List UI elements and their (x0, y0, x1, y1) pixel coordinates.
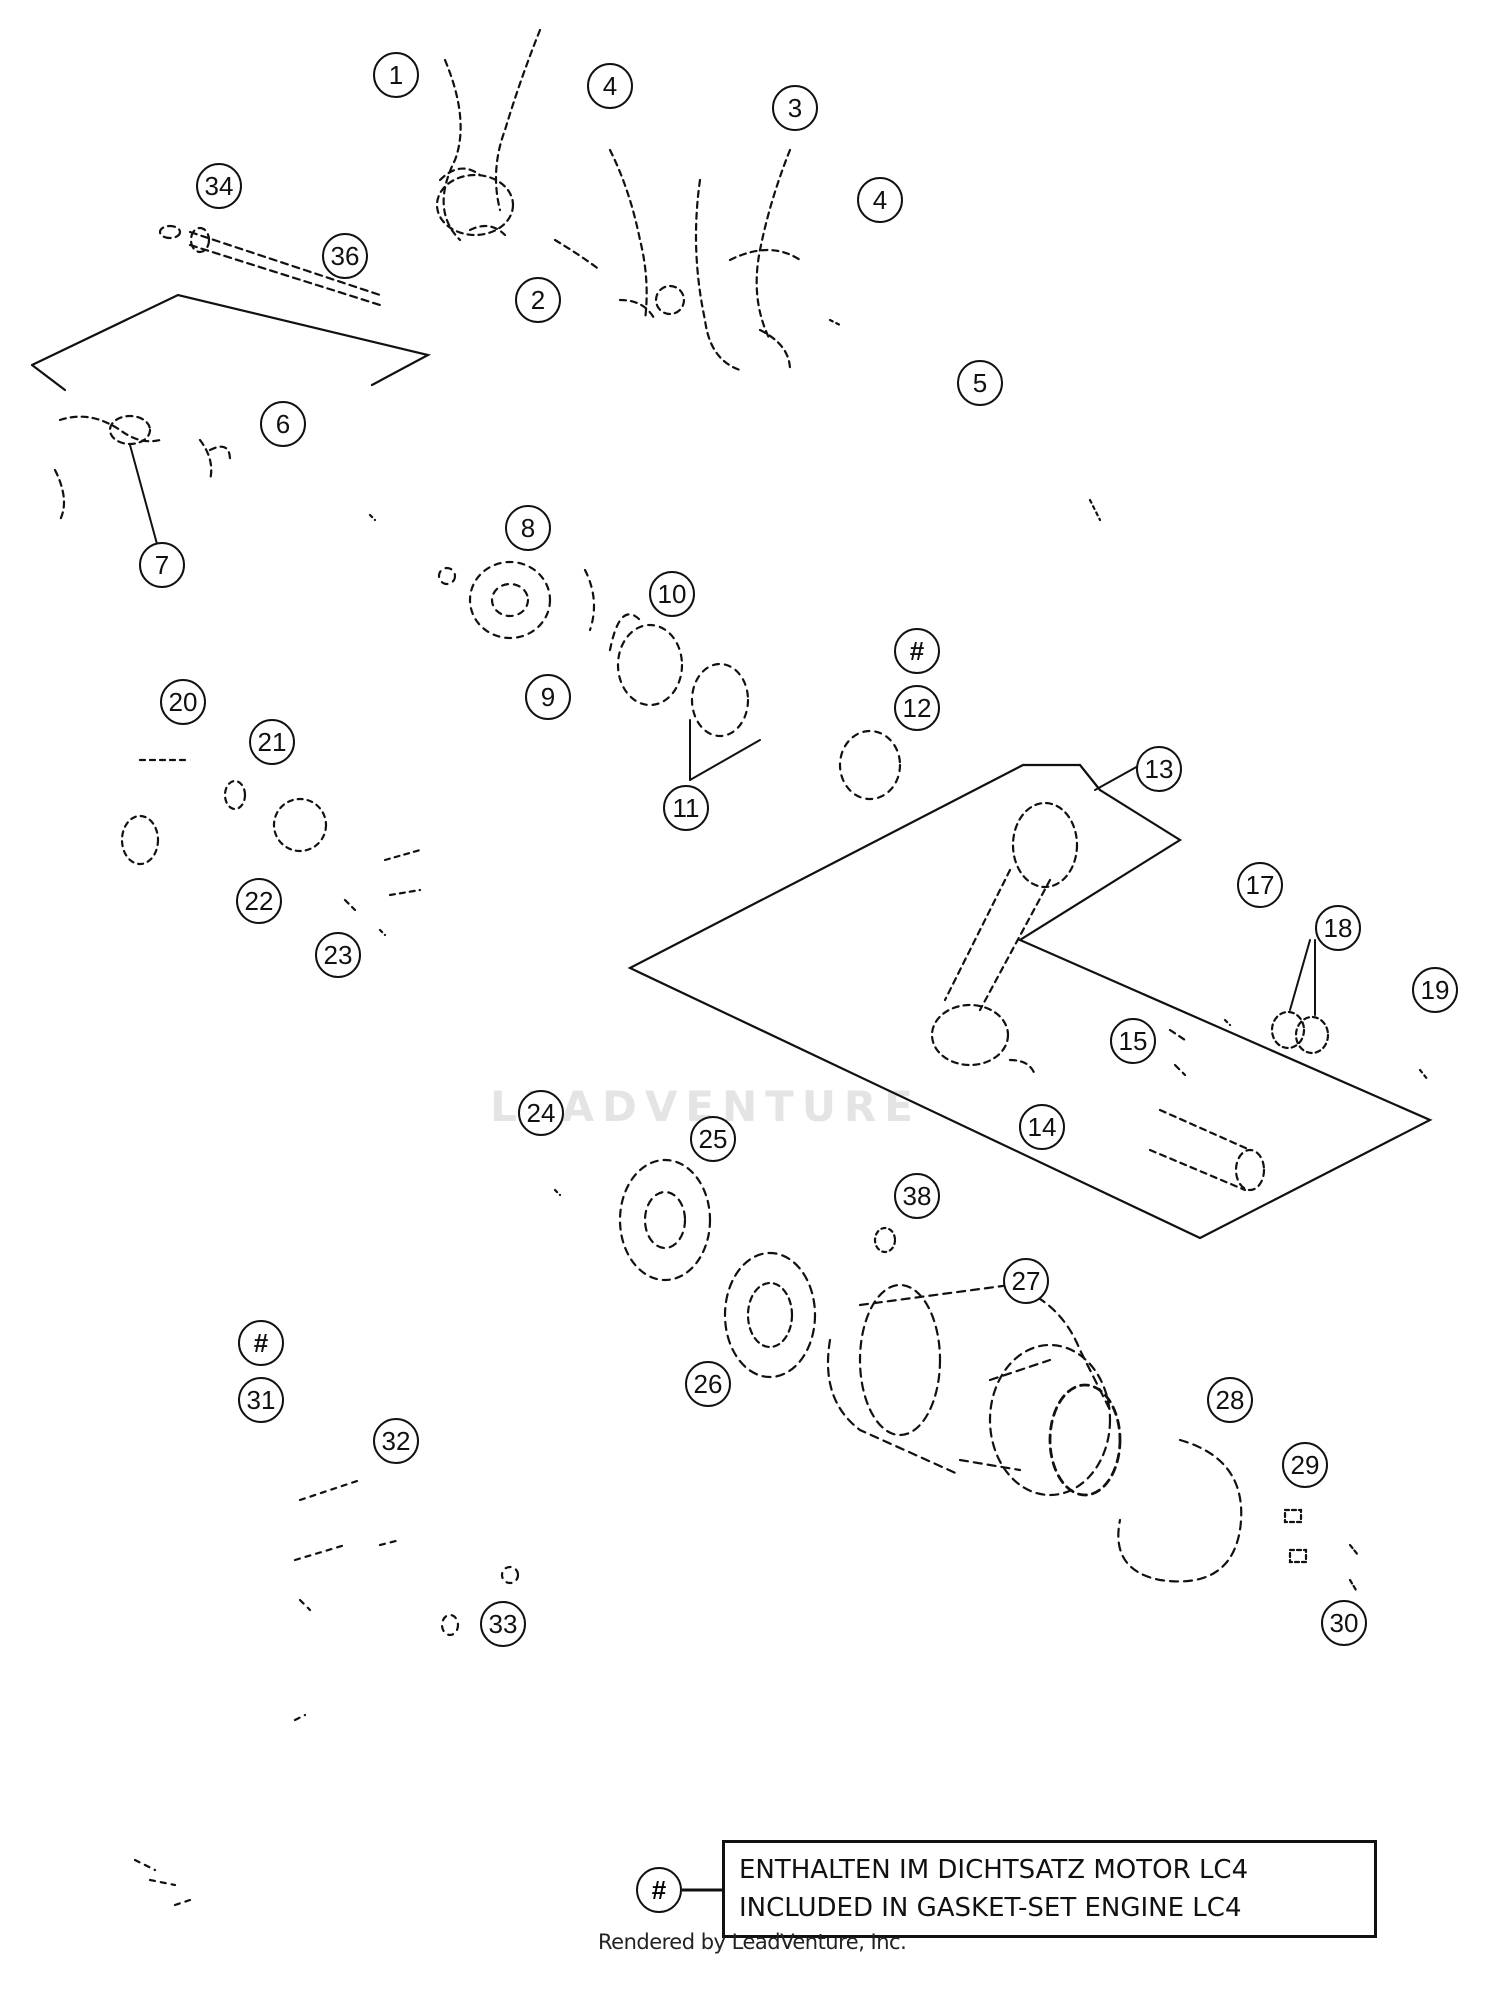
callout-5: 5 (957, 360, 1003, 406)
outline-box-13 (627, 763, 1433, 1240)
callout-19: 19 (1412, 967, 1458, 1013)
gear-8 (437, 560, 552, 640)
callout-6: 6 (260, 401, 306, 447)
crankshaft (826, 1283, 1122, 1497)
callout-29: 29 (1282, 1442, 1328, 1488)
legend-box: ENTHALTEN IM DICHTSATZ MOTOR LC4 INCLUDE… (722, 1840, 1377, 1938)
shift-rail (158, 224, 382, 307)
crank-pin (1148, 1028, 1266, 1192)
legend-symbol: # (636, 1867, 682, 1913)
outline-box-upper-left (30, 293, 432, 392)
callout-15: 15 (1110, 1018, 1156, 1064)
callout-25: 25 (690, 1116, 736, 1162)
shift-drum (53, 414, 232, 522)
footer-credit: Rendered by LeadVenture, Inc. (598, 1930, 907, 1954)
parts-32-33 (133, 1478, 520, 1907)
callout-4a: 4 (587, 63, 633, 109)
callout-9: 9 (525, 674, 571, 720)
callout-23: 23 (315, 932, 361, 978)
callout-26: 26 (685, 1361, 731, 1407)
leader-7 (129, 444, 161, 556)
callout-3: 3 (772, 85, 818, 131)
legend-line-english: INCLUDED IN GASKET-SET ENGINE LC4 (739, 1893, 1242, 1923)
legend-connector (682, 1888, 724, 1892)
callout-27: 27 (1003, 1258, 1049, 1304)
bearing-18 (1270, 1010, 1330, 1055)
callout-38: 38 (894, 1173, 940, 1219)
callout-10: 10 (649, 571, 695, 617)
callout-hash-12: # (894, 628, 940, 674)
callout-34: 34 (196, 163, 242, 209)
leader-18-a (1289, 939, 1311, 1011)
leader-11 (689, 739, 761, 781)
callout-14: 14 (1019, 1104, 1065, 1150)
callout-1: 1 (373, 52, 419, 98)
legend-line-german: ENTHALTEN IM DICHTSATZ MOTOR LC4 (739, 1855, 1249, 1885)
callout-4b: 4 (857, 177, 903, 223)
callout-20: 20 (160, 679, 206, 725)
callout-22: 22 (236, 878, 282, 924)
callout-2: 2 (515, 277, 561, 323)
callout-33: 33 (480, 1601, 526, 1647)
callout-13: 13 (1136, 746, 1182, 792)
callout-18: 18 (1315, 905, 1361, 951)
callout-36: 36 (322, 233, 368, 279)
callout-8: 8 (505, 505, 551, 551)
callout-21: 21 (249, 719, 295, 765)
callout-31: 31 (238, 1377, 284, 1423)
callout-12: 12 (894, 685, 940, 731)
clip-38 (873, 1226, 897, 1254)
callout-28: 28 (1207, 1377, 1253, 1423)
shift-fork-1 (435, 28, 542, 242)
callout-7: 7 (139, 542, 185, 588)
bearing-26 (723, 1251, 817, 1379)
leader-13 (1094, 764, 1141, 791)
screws-29-30 (1283, 1508, 1360, 1592)
ring-12 (838, 729, 902, 801)
shift-fork-2 (553, 148, 686, 322)
shift-fork-3 (694, 148, 802, 372)
gear-25 (618, 1158, 712, 1282)
callout-24: 24 (518, 1090, 564, 1136)
parts-20-23 (120, 758, 422, 912)
small-marks (368, 318, 1430, 1197)
gear-9-10 (583, 568, 750, 738)
callout-30: 30 (1321, 1600, 1367, 1646)
callout-32: 32 (373, 1418, 419, 1464)
callout-17: 17 (1237, 862, 1283, 908)
ring-28 (1117, 1438, 1243, 1583)
callout-hash-31: # (238, 1320, 284, 1366)
callout-11: 11 (663, 785, 709, 831)
connecting-rod (930, 801, 1079, 1077)
